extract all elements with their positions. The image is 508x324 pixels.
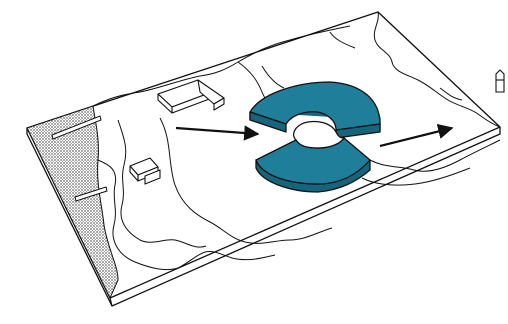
lighthouse-icon xyxy=(496,70,504,92)
